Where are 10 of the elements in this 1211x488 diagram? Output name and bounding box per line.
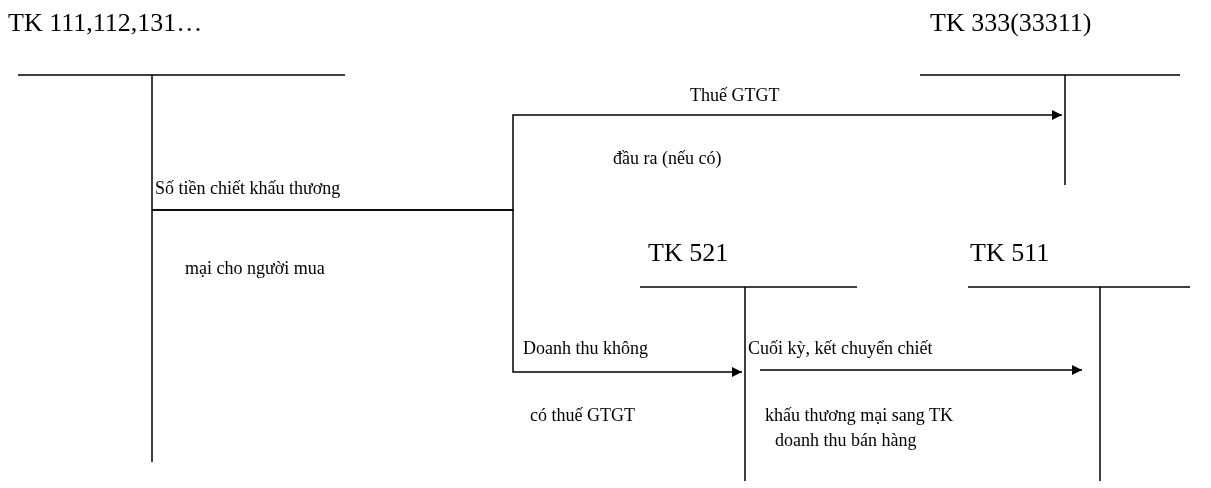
arrow (759, 365, 1083, 375)
line-label: Số tiền chiết khấu thương mại cho người mua (155, 178, 341, 279)
edge-label: Cuối kỳ, kết chuyển chiết khấu thương mại sang TK doanh thu bán hàng (748, 338, 953, 451)
arrow (151, 209, 743, 377)
edge-label: Doanh thu không có thuế GTGT (523, 338, 648, 426)
account-title: TK 111,112,131… (8, 8, 203, 38)
account-title: TK 333(33311) (930, 8, 1092, 38)
account-title: TK 521 (648, 238, 729, 268)
account-title: TK 511 (970, 238, 1050, 268)
edge-label: Thuế GTGT đầu ra (nếu có) (613, 85, 780, 169)
